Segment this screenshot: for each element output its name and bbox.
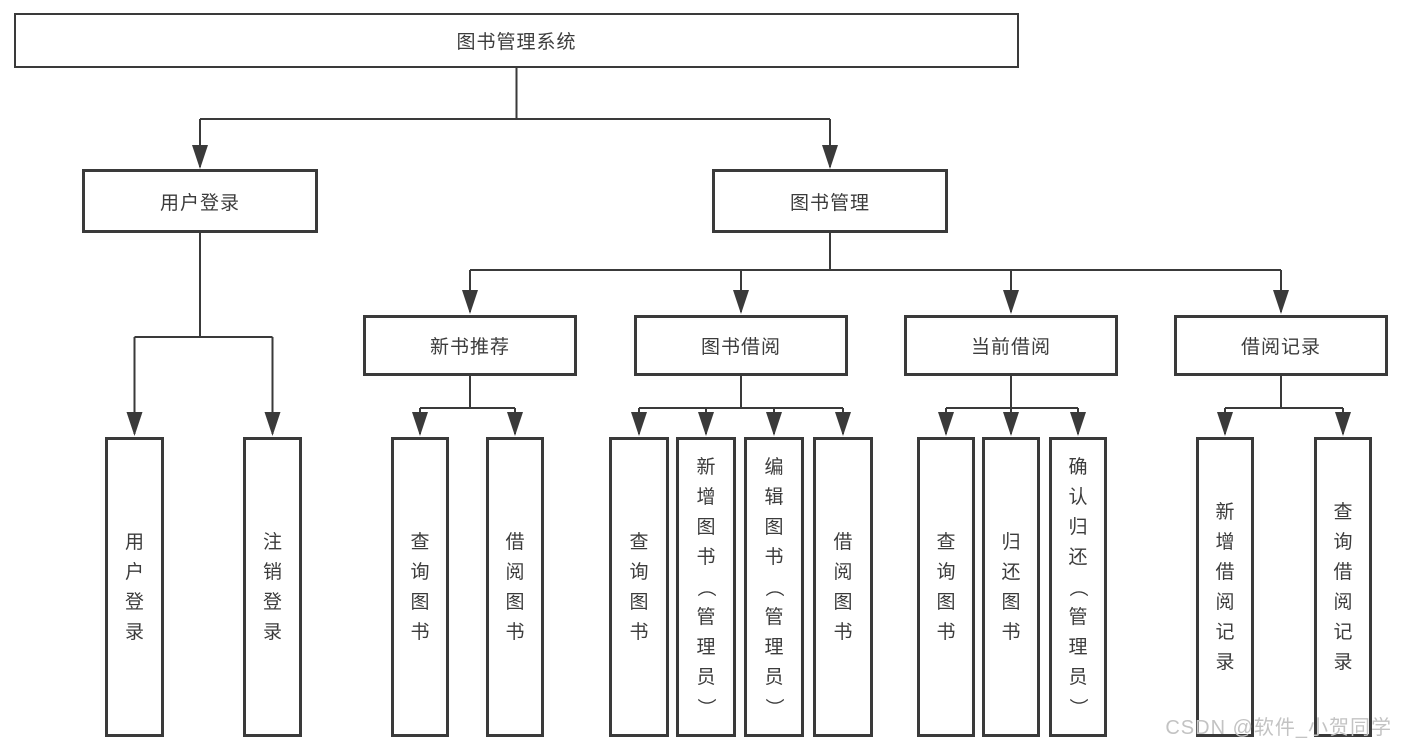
node-current-borrowing: 当前借阅 <box>904 315 1118 376</box>
node-library-management-system: 图书管理系统 <box>14 13 1019 68</box>
leaf-add-borrow-record-label: 新增借阅记录 <box>1215 501 1235 673</box>
leaf-user-login-label: 用户登录 <box>124 531 144 643</box>
node-book-borrowing: 图书借阅 <box>634 315 848 376</box>
leaf-add-borrow-record: 新增借阅记录 <box>1196 437 1254 737</box>
leaf-query-books-newbook-label: 查询图书 <box>410 531 430 643</box>
leaf-borrow-books-label: 借阅图书 <box>833 531 853 643</box>
leaf-return-books: 归还图书 <box>982 437 1040 737</box>
leaf-borrow-books: 借阅图书 <box>813 437 873 737</box>
leaf-logout-label: 注销登录 <box>262 531 282 643</box>
leaf-edit-books-admin: 编辑图书（管理员） <box>744 437 804 737</box>
node-user-login: 用户登录 <box>82 169 318 233</box>
node-borrowing-records: 借阅记录 <box>1174 315 1388 376</box>
leaf-borrow-books-newbook-label: 借阅图书 <box>505 531 525 643</box>
leaf-query-books-borrow: 查询图书 <box>609 437 669 737</box>
leaf-query-borrow-record: 查询借阅记录 <box>1314 437 1372 737</box>
leaf-add-books-admin-label: 新增图书（管理员） <box>695 456 717 717</box>
leaf-query-borrow-record-label: 查询借阅记录 <box>1333 501 1353 673</box>
leaf-query-books-newbook: 查询图书 <box>391 437 449 737</box>
node-book-management: 图书管理 <box>712 169 948 233</box>
leaf-confirm-return-admin-label: 确认归还（管理员） <box>1067 456 1089 717</box>
leaf-query-books-borrow-label: 查询图书 <box>629 531 649 643</box>
leaf-edit-books-admin-label: 编辑图书（管理员） <box>763 456 785 717</box>
leaf-borrow-books-newbook: 借阅图书 <box>486 437 544 737</box>
leaf-logout: 注销登录 <box>243 437 302 737</box>
node-new-book-recommendation: 新书推荐 <box>363 315 577 376</box>
leaf-return-books-label: 归还图书 <box>1001 531 1021 643</box>
leaf-add-books-admin: 新增图书（管理员） <box>676 437 736 737</box>
leaf-confirm-return-admin: 确认归还（管理员） <box>1049 437 1107 737</box>
watermark: CSDN @软件_小贺同学 <box>1165 717 1392 739</box>
leaf-query-books-current: 查询图书 <box>917 437 975 737</box>
leaf-query-books-current-label: 查询图书 <box>936 531 956 643</box>
leaf-user-login: 用户登录 <box>105 437 164 737</box>
